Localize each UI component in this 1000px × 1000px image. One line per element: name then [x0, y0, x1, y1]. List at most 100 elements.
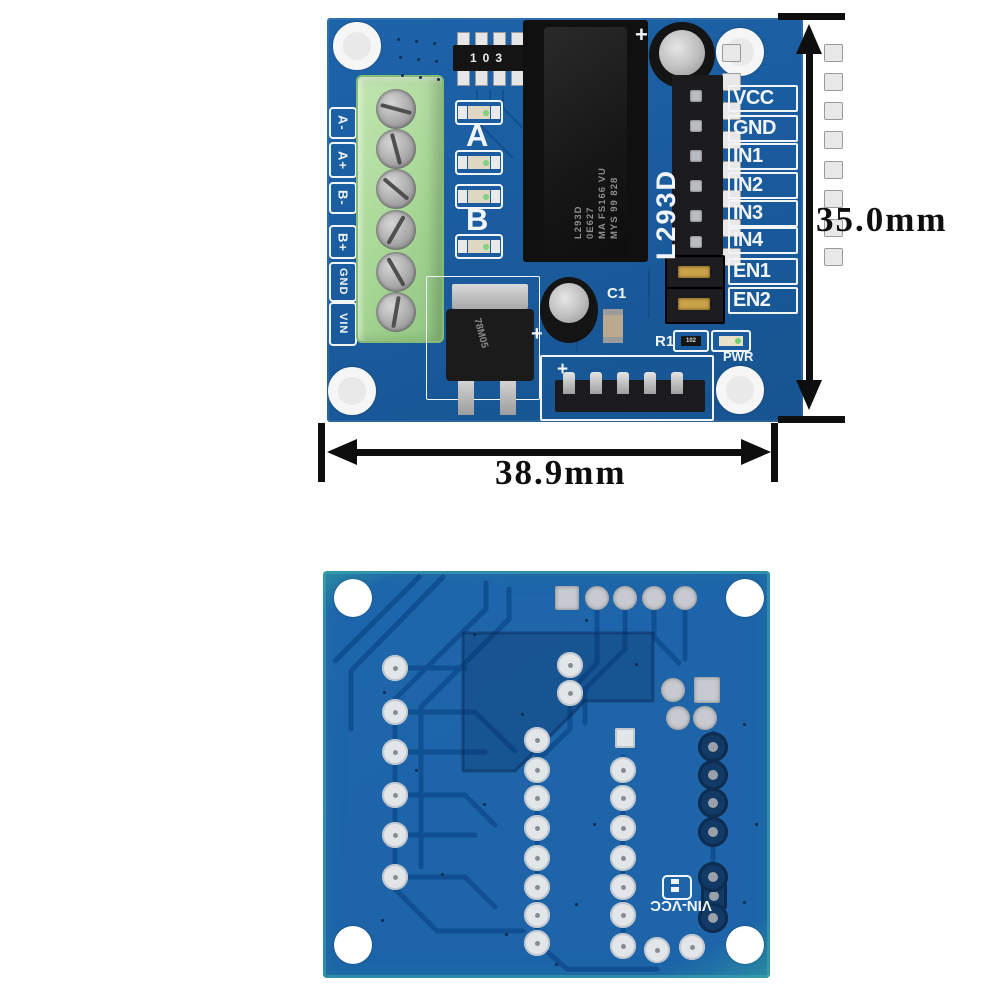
solder-pad — [382, 739, 408, 765]
dim-line — [355, 449, 743, 456]
dim-bracket — [778, 13, 845, 20]
test-point-dot — [419, 76, 422, 79]
arrow-down — [796, 380, 822, 410]
via — [635, 663, 638, 666]
terminal-label-b-plus: B+ — [329, 225, 357, 259]
solder-pad — [610, 785, 636, 811]
solder-pad — [382, 782, 408, 808]
test-point-dot — [437, 78, 440, 81]
front-pcb: A- A+ B- B+ GND VIN 103 A B L293D 0E627 — [327, 18, 843, 422]
screw-terminal-block — [356, 75, 444, 343]
arrow-right — [741, 439, 771, 465]
pad-center — [689, 944, 695, 950]
ic-marking-line: 0E627 — [585, 206, 596, 239]
resnet-pin — [457, 70, 470, 86]
resistor-marking: 102 — [681, 336, 701, 346]
solder-pad — [524, 757, 550, 783]
bottom-header-pin — [563, 372, 575, 394]
via — [505, 933, 508, 936]
test-point-dot — [415, 40, 418, 43]
pad-center — [392, 874, 398, 880]
test-point-dot — [433, 42, 436, 45]
dim-line — [806, 50, 813, 382]
pin-label-vcc: VCC — [728, 85, 798, 112]
polarity-plus: + — [557, 359, 569, 380]
mount-hole — [334, 926, 372, 964]
solder-joint — [613, 586, 637, 610]
solder-pad — [524, 815, 550, 841]
screw-slot — [386, 257, 406, 287]
via — [585, 619, 588, 622]
pad-center — [392, 665, 398, 671]
pad-center — [534, 795, 540, 801]
terminal-label-a-plus: A+ — [329, 142, 357, 178]
solder-joint — [693, 706, 717, 730]
pad-center — [708, 770, 718, 780]
smd-pad — [615, 728, 635, 748]
ic-marking-line: L293D — [573, 205, 584, 239]
via — [593, 823, 596, 826]
pin-header — [672, 75, 723, 255]
terminal-label-a-minus: A- — [329, 107, 357, 139]
power-led — [711, 330, 751, 352]
header-pin — [690, 150, 702, 162]
via — [381, 919, 384, 922]
solder-joint — [585, 586, 609, 610]
pad-center — [620, 912, 626, 918]
screw-slot — [382, 177, 410, 201]
test-point-dot — [417, 58, 420, 61]
led-b1 — [455, 184, 503, 209]
header-pin — [690, 210, 702, 222]
solder-pad — [524, 785, 550, 811]
board-chip-silkscreen: L293D — [651, 168, 681, 260]
terminal-label-b-minus: B- — [329, 182, 357, 214]
thru-hole-pad — [698, 862, 728, 892]
solder-pad — [382, 822, 408, 848]
mount-hole — [333, 22, 381, 70]
pad-center — [620, 884, 626, 890]
pad-center — [392, 832, 398, 838]
capacitor-c1 — [540, 277, 598, 343]
pad-center — [392, 709, 398, 715]
channel-a-label: A — [466, 118, 489, 153]
pad-center — [708, 872, 718, 882]
back-silkscreen-label: VIN-VCC — [650, 897, 712, 914]
jumper-en1 — [665, 255, 725, 291]
pad-center — [708, 827, 718, 837]
pad-center — [534, 855, 540, 861]
solder-pad — [382, 864, 408, 890]
via — [473, 633, 476, 636]
mount-hole — [328, 367, 376, 415]
mount-hole — [726, 579, 764, 617]
dip-pin — [824, 161, 843, 179]
l293d-ic: L293D 0E627 MA FS166 VU MYS 99 828 — [523, 20, 843, 266]
polarity-plus: + — [531, 323, 543, 345]
ic-body: L293D 0E627 MA FS166 VU MYS 99 828 — [544, 27, 627, 255]
pad-center — [708, 913, 718, 923]
test-point-dot — [435, 60, 438, 63]
terminal-screw — [376, 89, 416, 129]
resistor-r1: 102 — [673, 330, 709, 352]
pad-center — [654, 947, 660, 953]
via — [521, 713, 524, 716]
pin-label-in3: IN3 — [728, 200, 798, 227]
ic-marking-line: MYS 99 828 — [609, 176, 620, 239]
thru-hole-pad — [698, 817, 728, 847]
terminal-screw — [376, 169, 416, 209]
via — [383, 691, 386, 694]
test-point-dot — [397, 38, 400, 41]
polarity-plus: + — [635, 22, 648, 47]
dip-pin — [824, 102, 843, 120]
via — [555, 963, 558, 966]
terminal-screw — [376, 292, 416, 332]
screw-slot — [386, 215, 406, 245]
dim-bracket — [778, 416, 845, 423]
pad-center — [620, 943, 626, 949]
terminal-screw — [376, 210, 416, 250]
solder-joint-square — [555, 586, 579, 610]
resnet-pin — [475, 70, 488, 86]
pin-label-en1: EN1 — [728, 258, 798, 285]
solder-pad — [610, 902, 636, 928]
pad-center — [567, 662, 573, 668]
dim-bracket — [771, 423, 778, 482]
